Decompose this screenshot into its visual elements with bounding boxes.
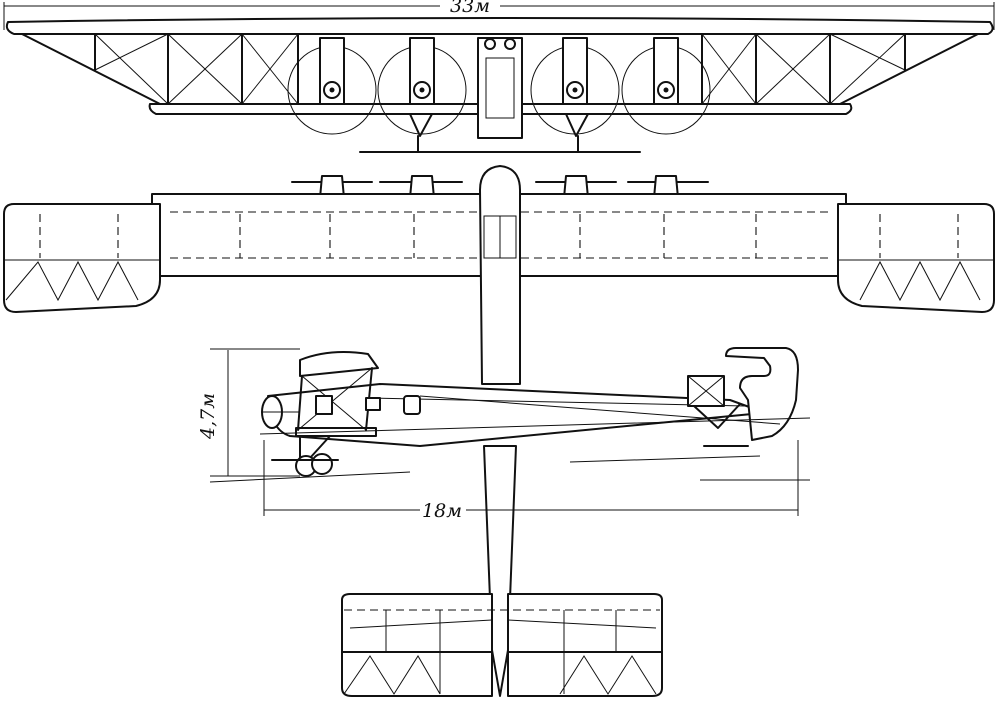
fuselage-front <box>477 37 523 139</box>
left-aileron-panel <box>3 203 161 313</box>
right-aileron-panel <box>837 203 995 313</box>
wingspan-dimension: 33м <box>3 0 995 30</box>
wingspan-label: 33м <box>450 0 490 17</box>
front-view: 33м <box>3 0 995 153</box>
tail-side <box>687 347 799 447</box>
interplane-struts <box>94 33 906 105</box>
landing-gear-side <box>271 435 339 477</box>
height-label: 4,7м <box>197 393 219 440</box>
tailplane-top-view <box>341 593 663 697</box>
height-dimension: 4,7м <box>197 348 300 477</box>
upper-wing-front <box>5 17 994 35</box>
side-view: 4,7м <box>197 347 811 522</box>
engines-front <box>319 37 679 105</box>
length-dimension: 18м <box>263 440 799 522</box>
landing-gear-front <box>359 113 641 153</box>
propellers-top <box>291 175 709 199</box>
length-label: 18м <box>422 500 462 522</box>
